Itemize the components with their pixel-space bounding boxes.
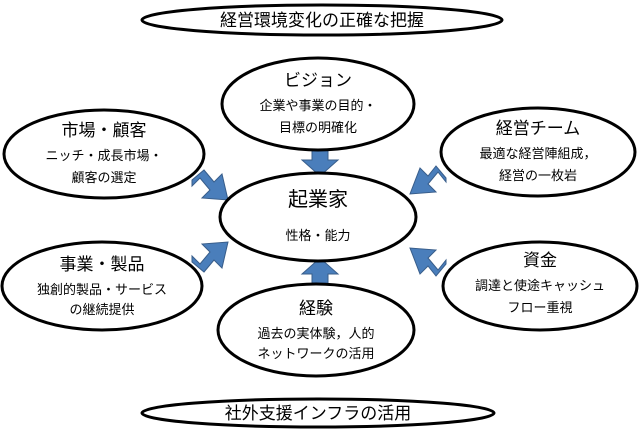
- banner-bottom: 社外支援インフラの活用: [140, 397, 496, 429]
- banner-bottom-shape: [140, 397, 496, 429]
- node-vision: ビジョン 企業や事業の目的・ 目標の明確化: [220, 56, 416, 152]
- node-funds-line1: 調達と使途キャッシュ: [475, 278, 605, 294]
- node-experience-shape: [216, 282, 416, 378]
- node-team-line1: 最適な経営陣組成，: [479, 146, 596, 162]
- node-center-sub: 性格・能力: [285, 228, 350, 244]
- banner-top-shape: [140, 3, 504, 37]
- arrow-from-team: [409, 165, 447, 195]
- node-market-title: 市場・顧客: [62, 121, 147, 141]
- node-team-title: 経営チーム: [496, 119, 581, 139]
- banner-top: 経営環境変化の正確な把握: [140, 3, 504, 37]
- node-market-line1: ニッチ・成長市場・: [45, 148, 162, 164]
- arrows: [191, 147, 447, 287]
- banner-top-text: 経営環境変化の正確な把握: [220, 11, 424, 31]
- node-center: 起業家 性格・能力: [218, 171, 418, 263]
- node-experience-line2: ネットワークの活用: [257, 347, 374, 362]
- node-funds-line2: フロー重視: [507, 300, 572, 316]
- node-vision-line2: 目標の明確化: [279, 120, 357, 136]
- node-team-shape: [439, 106, 637, 198]
- node-center-shape: [218, 171, 418, 263]
- node-product: 事業・製品 独創的製品・サービス の継続提供: [0, 240, 204, 332]
- node-experience: 経験 過去の実体験，人的 ネットワークの活用: [216, 282, 416, 378]
- node-product-line1: 独創的製品・サービス: [37, 282, 167, 298]
- node-vision-line1: 企業や事業の目的・: [259, 98, 376, 114]
- node-experience-title: 経験: [299, 299, 333, 319]
- node-vision-shape: [220, 56, 416, 152]
- node-experience-line1: 過去の実体験，人的: [257, 326, 374, 342]
- node-funds-title: 資金: [523, 251, 557, 271]
- arrow-from-funds: [409, 247, 447, 277]
- arrow-from-market: [191, 169, 229, 201]
- node-market-shape: [2, 108, 206, 200]
- node-product-shape: [0, 240, 204, 332]
- node-vision-title: ビジョン: [284, 71, 352, 91]
- node-market-line2: 顧客の選定: [71, 170, 136, 186]
- node-market: 市場・顧客 ニッチ・成長市場・ 顧客の選定: [2, 108, 206, 200]
- node-team-line2: 経営の一枚岩: [499, 169, 577, 184]
- node-product-line2: の継続提供: [69, 302, 134, 318]
- node-product-title: 事業・製品: [60, 255, 145, 275]
- node-funds-shape: [441, 240, 639, 332]
- banner-bottom-text: 社外支援インフラの活用: [225, 404, 412, 424]
- arrow-from-product: [191, 241, 229, 273]
- node-funds: 資金 調達と使途キャッシュ フロー重視: [441, 240, 639, 332]
- node-team: 経営チーム 最適な経営陣組成， 経営の一枚岩: [439, 106, 637, 198]
- node-center-title: 起業家: [288, 187, 348, 211]
